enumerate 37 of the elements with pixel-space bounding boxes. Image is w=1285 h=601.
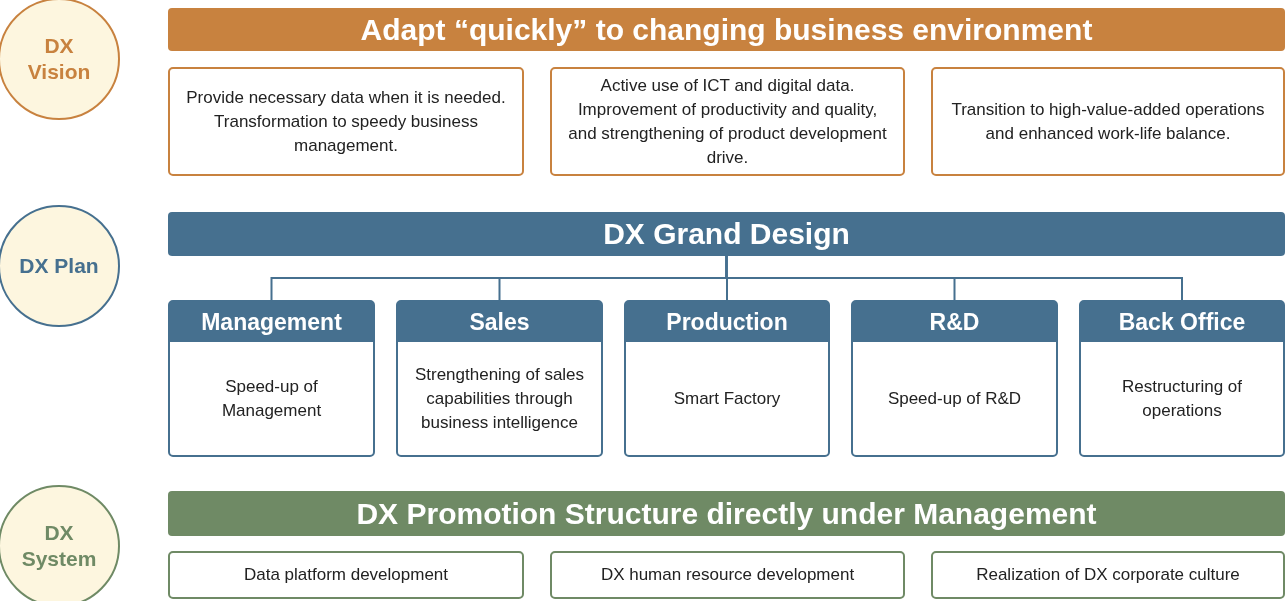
- banner-title: DX Grand Design: [603, 217, 850, 251]
- heading-banner: [168, 8, 1285, 51]
- card-header: R&D: [853, 302, 1056, 342]
- heading-banner: [168, 491, 1285, 536]
- section-label: DX Vision: [26, 33, 92, 85]
- department-card: [1079, 300, 1285, 457]
- banner-title: Adapt “quickly” to changing business environment: [360, 12, 1093, 47]
- heading-banner: [168, 212, 1285, 256]
- text-card: [550, 551, 905, 599]
- card-text: Provide necessary data when it is needed. Transformation to speedy business management.: [185, 86, 507, 157]
- card-header: Sales: [398, 302, 601, 342]
- text-card: [931, 551, 1285, 599]
- card-header: Management: [170, 302, 373, 342]
- text-card: [931, 67, 1285, 176]
- department-card: [624, 300, 830, 457]
- department-card: [168, 300, 375, 457]
- card-text: Speed-up of R&D: [887, 387, 1022, 410]
- card-text: Speed-up of Management: [220, 375, 323, 422]
- card-text: Data platform development: [243, 564, 449, 586]
- card-text: DX human resource development: [600, 564, 855, 586]
- card-text: Smart Factory: [673, 387, 781, 410]
- card-header: Production: [626, 302, 828, 342]
- card-text: Realization of DX corporate culture: [976, 564, 1240, 586]
- text-card: [168, 67, 524, 176]
- card-text: Restructuring of operations: [1121, 375, 1243, 422]
- text-card: [550, 67, 905, 176]
- text-card: [168, 551, 524, 599]
- department-card: [851, 300, 1058, 457]
- card-text: Active use of ICT and digital data. Improvement of productivity and quality, and strengthening of product development drive.: [567, 74, 888, 169]
- card-text: Transition to high-value-added operations and enhanced work-life balance.: [950, 98, 1266, 145]
- department-card: [396, 300, 603, 457]
- connector-line: [725, 255, 1183, 301]
- banner-title: DX Promotion Structure directly under Management: [356, 496, 1097, 531]
- section-label: DX Plan: [19, 253, 99, 279]
- section-label: DX System: [20, 520, 98, 572]
- card-text: Strengthening of sales capabilities through business intelligence: [413, 363, 586, 434]
- card-header: Back Office: [1081, 302, 1283, 342]
